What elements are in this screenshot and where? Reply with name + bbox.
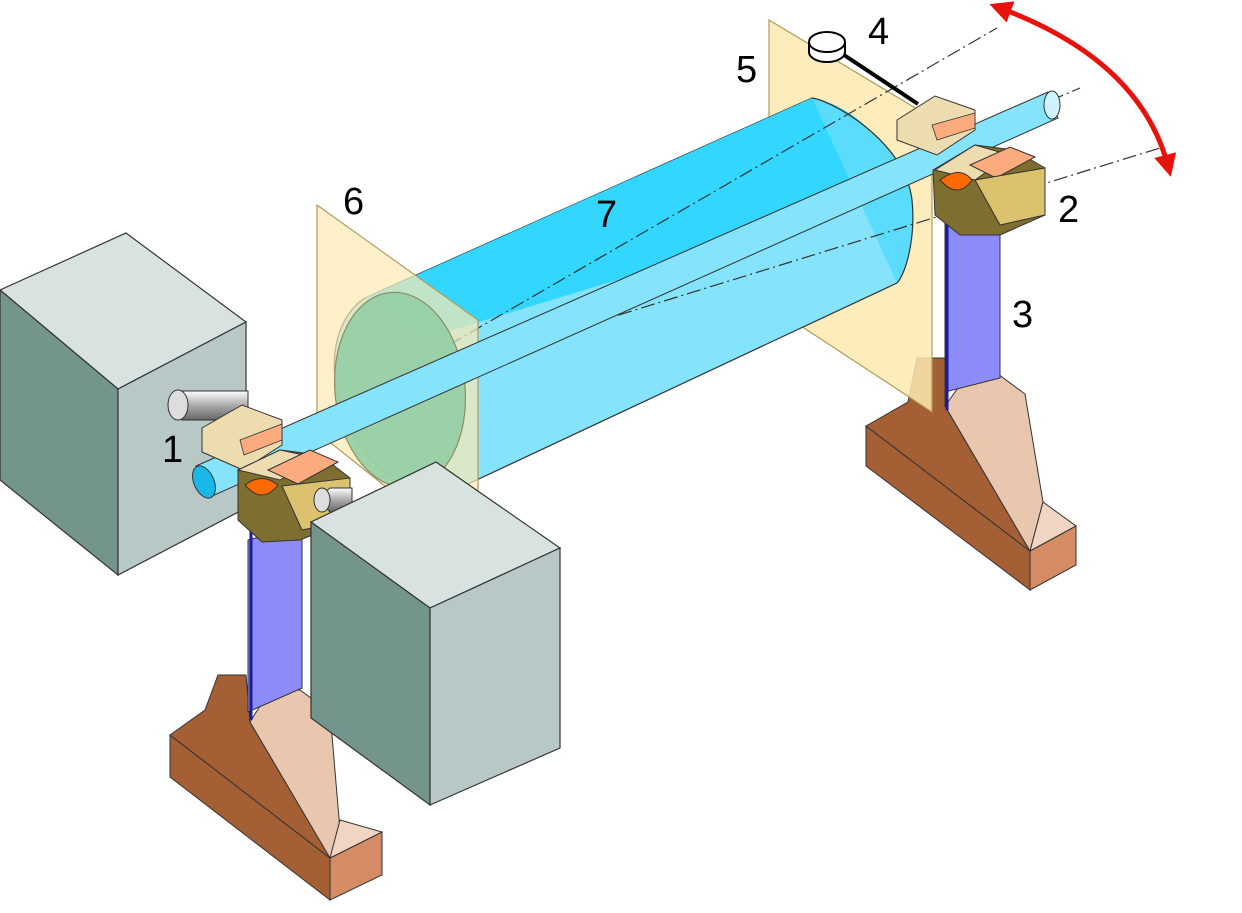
left-motor-block [0,232,248,577]
label-4: 4 [868,11,889,53]
label-7: 7 [596,194,617,236]
right-support-post [944,205,1001,410]
tilt-arrow [989,1,1176,177]
label-6: 6 [343,181,364,223]
left-support-base [169,674,384,902]
right-motor-block [309,461,562,807]
right-support-base [865,357,1077,592]
label-1: 1 [162,429,183,471]
label-2: 2 [1058,189,1079,231]
label-5: 5 [736,49,757,91]
left-support-post [247,518,303,720]
lever-4 [808,31,920,106]
label-3: 3 [1012,294,1033,336]
drum-shaft [192,90,1061,499]
